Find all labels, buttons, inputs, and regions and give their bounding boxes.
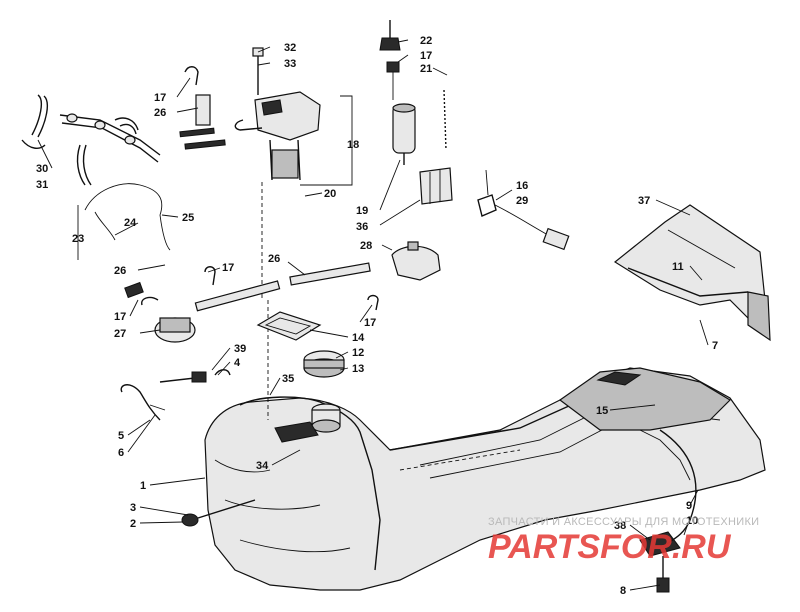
callout-35: 35 bbox=[282, 373, 294, 385]
callout-21: 21 bbox=[420, 63, 432, 75]
switch-harness bbox=[477, 169, 570, 251]
callout-26: 26 bbox=[154, 107, 166, 119]
callout-17: 17 bbox=[114, 311, 126, 323]
callout-1: 1 bbox=[140, 480, 146, 492]
fuel-tank-belly-pan bbox=[204, 367, 766, 591]
callout-4: 4 bbox=[234, 357, 241, 369]
callout-17: 17 bbox=[364, 317, 376, 329]
fuel-lines-assembly bbox=[21, 66, 226, 251]
callout-17: 17 bbox=[222, 262, 234, 274]
watermark-caption: ЗАПЧАСТИ И АКСЕССУАРЫ ДЛЯ МОТОТЕХНИКИ bbox=[488, 516, 760, 528]
callout-27: 27 bbox=[114, 328, 126, 340]
cover-panel bbox=[613, 204, 771, 342]
callout-29: 29 bbox=[516, 195, 528, 207]
callout-5: 5 bbox=[118, 430, 124, 442]
drain-hardware bbox=[181, 429, 697, 593]
callout-26: 26 bbox=[268, 253, 280, 265]
callout-32: 32 bbox=[284, 42, 296, 54]
fuel-sender-unit bbox=[379, 20, 453, 205]
callout-38: 38 bbox=[614, 520, 626, 532]
callout-3: 3 bbox=[130, 502, 136, 514]
callout-39: 39 bbox=[234, 343, 246, 355]
callout-19: 19 bbox=[356, 205, 368, 217]
callout-22: 22 bbox=[420, 35, 432, 47]
callout-numbers: 32 33 22 17 21 17 26 18 30 31 20 19 36 1… bbox=[36, 35, 718, 597]
callout-17: 17 bbox=[154, 92, 166, 104]
callout-20: 20 bbox=[324, 188, 336, 200]
callout-7: 7 bbox=[712, 340, 718, 352]
callout-34: 34 bbox=[256, 460, 269, 472]
callout-8: 8 bbox=[620, 585, 626, 597]
callout-10: 10 bbox=[686, 515, 698, 527]
callout-24: 24 bbox=[124, 217, 137, 229]
vent-valve-parts bbox=[120, 241, 441, 421]
callout-25: 25 bbox=[182, 212, 194, 224]
callout-36: 36 bbox=[356, 221, 368, 233]
callout-33: 33 bbox=[284, 58, 296, 70]
watermark-logo: PARTSFOR.RU bbox=[488, 528, 732, 564]
callout-2: 2 bbox=[130, 518, 136, 530]
leader-lines bbox=[37, 39, 709, 591]
callout-26: 26 bbox=[114, 265, 126, 277]
callout-6: 6 bbox=[118, 447, 124, 459]
callout-12: 12 bbox=[352, 347, 364, 359]
callout-37: 37 bbox=[638, 195, 650, 207]
callout-28: 28 bbox=[360, 240, 372, 252]
callout-31: 31 bbox=[36, 179, 48, 191]
callout-9: 9 bbox=[686, 500, 692, 512]
callout-23: 23 bbox=[72, 233, 84, 245]
callout-16: 16 bbox=[516, 180, 528, 192]
callout-14: 14 bbox=[352, 332, 365, 344]
callout-11: 11 bbox=[672, 261, 684, 273]
callout-30: 30 bbox=[36, 163, 48, 175]
callout-18: 18 bbox=[347, 139, 359, 151]
callout-13: 13 bbox=[352, 363, 364, 375]
watermark-logo-text: PARTSFOR.RU bbox=[488, 528, 732, 564]
callout-17: 17 bbox=[420, 50, 432, 62]
callout-15: 15 bbox=[596, 405, 608, 417]
